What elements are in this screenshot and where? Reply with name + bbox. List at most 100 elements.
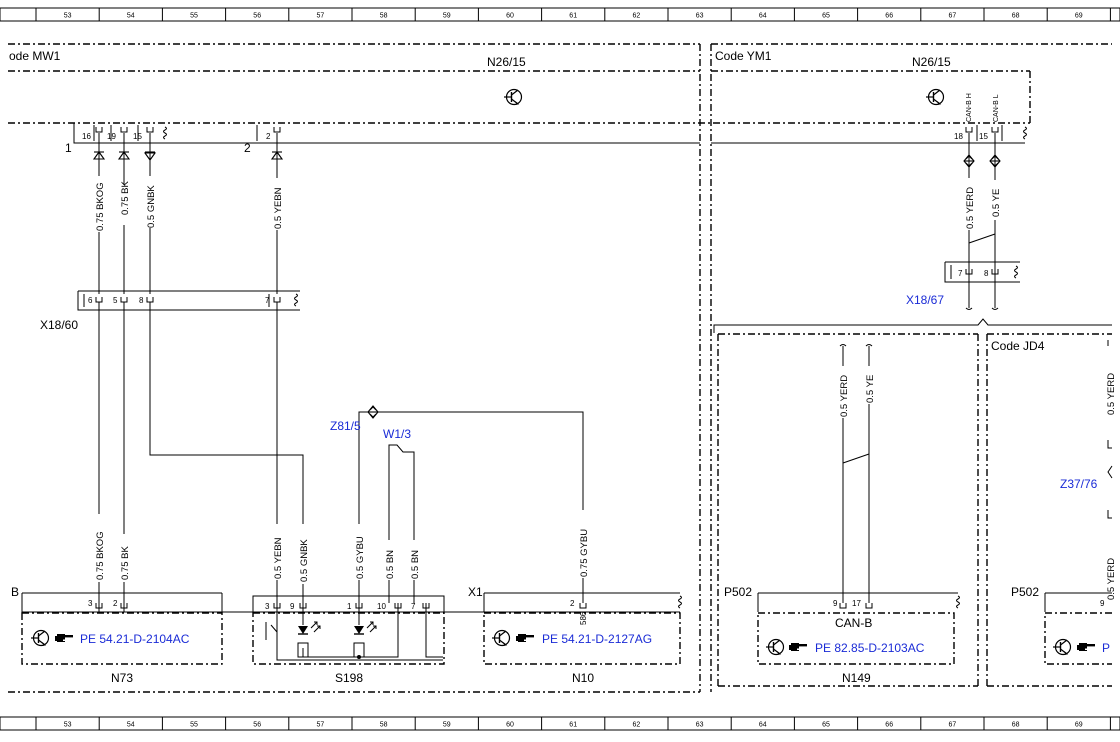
pointing-hand-icon [55, 634, 73, 642]
wire-label: 0.5 YE [991, 189, 1002, 217]
code-section-borders: ode MW1 Code YM1 [8, 43, 1112, 693]
x18-67-pin: 7 [958, 269, 963, 278]
grid-column-number: 55 [190, 13, 198, 20]
grid-column-number: 67 [949, 13, 957, 20]
wire-label: 0.5 YERD [1106, 373, 1117, 415]
grid-column-number: 56 [253, 13, 261, 20]
grid-column-number: 53 [64, 13, 72, 20]
transistor-icon [503, 88, 523, 106]
s198-pin: 10 [377, 602, 386, 611]
n73-label: N73 [111, 671, 133, 685]
grid-column-number: 60 [506, 722, 514, 729]
grid-column-number: 60 [506, 13, 514, 20]
pin-15-right: 15 [979, 132, 988, 141]
transistor-icon [925, 88, 945, 106]
s198-pin: 1 [347, 602, 352, 611]
n149-pin: 9 [833, 599, 838, 608]
x18-60-pin: 8 [139, 296, 144, 305]
wire-label: 0.75 GYBU [579, 529, 590, 577]
z37-76-label: Z37/76 [1060, 477, 1098, 491]
grid-column-number: 59 [443, 722, 451, 729]
grid-column-number: 65 [822, 13, 830, 20]
wires-lower: 0.75 BKOG 0.75 BK 0.5 YEBN 0.5 GNBK 0.5 … [93, 302, 590, 603]
pe-ref-partial[interactable]: P [1102, 641, 1110, 655]
x18-67-pin: 8 [984, 269, 989, 278]
n26-15-label: N26/15 [487, 55, 526, 69]
wire-label: 0.5 BN [385, 550, 396, 579]
pe-ref-n73[interactable]: PE 54.21-D-2104AC [80, 632, 190, 646]
grid-column-number: 69 [1075, 13, 1083, 20]
led-icon [297, 621, 321, 635]
pointing-hand-icon [516, 634, 534, 642]
n149-pin: 17 [852, 599, 861, 608]
w1-3-label: W1/3 [383, 427, 411, 441]
wire-label: 0.75 BK [120, 546, 131, 580]
transistor-icon [491, 629, 511, 647]
connector-b-label: B [11, 585, 19, 599]
pin-2: 2 [266, 132, 271, 141]
grid-column-number: 58 [380, 722, 388, 729]
wires-upper: 0.75 BKOG 0.75 BK 0.5 GNBK 0.5 YEBN [93, 133, 284, 294]
grid-column-number: 62 [633, 13, 641, 20]
wire-label: 0.5 YE [865, 375, 876, 403]
code-mw1-label: ode MW1 [9, 49, 61, 63]
wire-label: 0.5 YEBN [273, 537, 284, 579]
can-b-section: 0.5 YERD 0.5 YE P502 9 17 CAN-B PE 82.85… [717, 333, 979, 687]
s198-pin: 7 [411, 602, 416, 611]
n73-pin: 3 [88, 599, 93, 608]
grid-column-number: 62 [633, 722, 641, 729]
n10-pin: 2 [570, 599, 575, 608]
x18-67-label: X18/67 [906, 293, 944, 307]
connector-p502-label: P502 [1011, 585, 1039, 599]
wire-label: 0.5 GNBK [146, 185, 157, 228]
wire-label: 0.75 BKOG [95, 531, 106, 580]
wire-label: 0.5 GNBK [299, 539, 310, 582]
grid-column-number: 56 [253, 722, 261, 729]
grid-column-number: 57 [317, 722, 325, 729]
s198-pin: 9 [290, 602, 295, 611]
wire-label: 0.5 YEBN [273, 187, 284, 229]
transistor-icon [30, 629, 50, 647]
wire-label: 0.75 BKOG [95, 182, 106, 231]
code-jd4-label: Code JD4 [991, 339, 1045, 353]
pin-15: 15 [133, 132, 142, 141]
can-b-h-label: CAN-B H [966, 93, 973, 122]
n149-label: N149 [842, 671, 871, 685]
grid-column-number: 63 [696, 13, 704, 20]
pointing-hand-icon [789, 643, 807, 651]
pe-ref-n10[interactable]: PE 54.21-D-2127AG [542, 632, 652, 646]
x18-60-connector: 6 5 8 7 X18/60 [40, 290, 300, 332]
x18-60-pin: 6 [88, 296, 93, 305]
grid-column-number: 61 [569, 722, 577, 729]
grid-column-number: 68 [1012, 722, 1020, 729]
grid-column-number: 58 [380, 13, 388, 20]
s198-component: 3 9 1 10 7 S198 [252, 595, 445, 685]
n26-15-control-unit: N26/15 N26/15 CAN-B H CAN-B L 16 19 15 2… [8, 55, 1031, 155]
grid-column-number: 64 [759, 13, 767, 20]
n73-component: B 3 2 PE 54.21-D-2104AC N73 [11, 585, 680, 685]
wire-label: 0.5 GYBU [355, 536, 366, 579]
pe-ref-n149[interactable]: PE 82.85-D-2103AC [815, 641, 925, 655]
ym1-wires: 0.5 YERD 0.5 YE 7 8 X18/67 [713, 133, 1112, 333]
s198-pin: 3 [265, 602, 270, 611]
s198-label: S198 [335, 671, 363, 685]
grid-column-number: 63 [696, 722, 704, 729]
grid-column-number: 65 [822, 722, 830, 729]
grid-column-number: 64 [759, 722, 767, 729]
pin-16: 16 [82, 132, 91, 141]
pin-19: 19 [107, 132, 116, 141]
grid-column-number: 59 [443, 13, 451, 20]
x18-60-label: X18/60 [40, 318, 78, 332]
marker-2: 2 [244, 141, 251, 155]
n10-label: N10 [572, 671, 594, 685]
x18-60-pin: 5 [113, 296, 118, 305]
x18-60-pin: 7 [265, 296, 270, 305]
wire-label: 0.5 BN [410, 550, 421, 579]
wire-label: 0.5 YERD [839, 375, 850, 417]
can-b-l-label: CAN-B L [993, 94, 1000, 122]
grid-column-number: 66 [885, 722, 893, 729]
grid-column-number: 61 [569, 13, 577, 20]
